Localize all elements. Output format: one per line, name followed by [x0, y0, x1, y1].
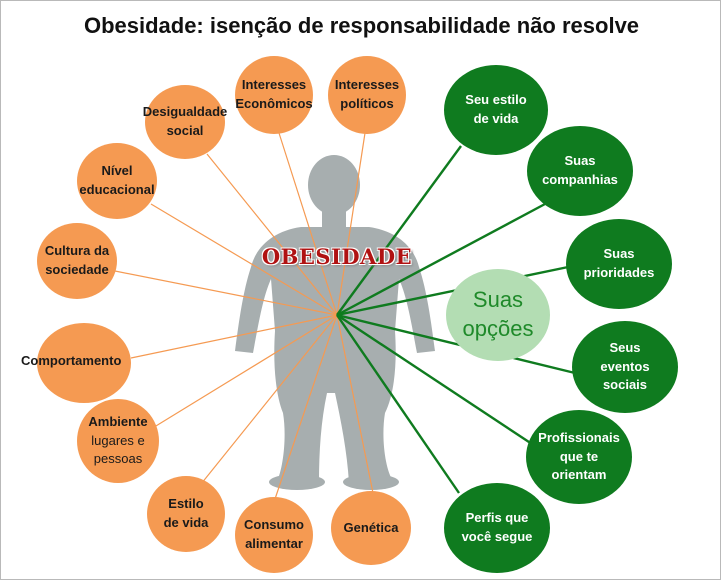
orange-connector-line [150, 314, 338, 430]
factor-comportamento: Comportamento [21, 353, 122, 368]
factor-label-line: Interesses [334, 77, 400, 93]
choice-perfis-que-voce-segue: Perfis que você segue [444, 483, 550, 573]
choice-suas-companhias: Suas companhias [527, 126, 633, 216]
factor-label-line: de vida [163, 515, 209, 530]
orange-connector-lines [114, 132, 374, 500]
choice-seus-eventos-sociais: Seus eventos sociais [572, 321, 678, 413]
factor-ambiente: Ambiente lugares e pessoas [77, 399, 159, 483]
factor-label-line: Econômicos [235, 96, 313, 111]
factor-label-line: pessoas [93, 451, 143, 467]
orange-connector-line [336, 314, 374, 494]
factor-nivel-educacional: Nível educacional [77, 143, 157, 219]
green-connector-line [336, 145, 462, 316]
green-connector-line [336, 314, 460, 494]
choice-label-line: Profissionais [538, 429, 620, 445]
factor-label-line: alimentar [245, 536, 303, 551]
choice-label-line: que te [559, 448, 599, 464]
choice-label-line: companhias [542, 172, 618, 187]
orange-connector-line [196, 314, 338, 490]
orange-connector-line [114, 270, 338, 316]
choice-label-line: eventos [600, 358, 650, 374]
factor-genetica: Genética [331, 491, 411, 565]
factor-interesses-politicos: Interesses políticos [328, 56, 406, 134]
choice-label-line: Suas [603, 246, 635, 262]
choice-label-line: Suas [564, 153, 596, 169]
factor-label-line: Genética [343, 519, 399, 535]
factor-consumo-alimentar: Consumo alimentar [235, 497, 313, 573]
factor-label-line: Consumo [244, 517, 304, 533]
factor-desigualdade-social: Desigualdade social [142, 85, 228, 159]
factor-estilo-de-vida: Estilo de vida [147, 476, 225, 552]
choice-profissionais-que-te-orientam: Profissionais que te orientam [526, 410, 632, 504]
green-connector-lines [336, 145, 576, 494]
center-label: OBESIDADE [261, 244, 413, 269]
green-connector-line [336, 313, 576, 375]
factor-label-line: Cultura da [44, 243, 110, 259]
factor-cultura-da-sociedade: Cultura da sociedade [37, 223, 117, 299]
choice-label-line: Perfis que [465, 510, 529, 526]
factor-label-line: Nível [101, 163, 133, 179]
factor-label-line: Estilo [168, 496, 204, 512]
factor-label-line: Desigualdade [142, 104, 228, 120]
factor-comportamento-bubble [37, 323, 131, 403]
choice-suas-prioridades: Suas prioridades [566, 219, 672, 309]
green-connector-line [336, 313, 536, 448]
choice-label-line: você segue [461, 529, 533, 544]
choice-label-line: prioridades [583, 265, 655, 280]
choices-label-line-1: Suas [472, 287, 524, 313]
person-silhouette-icon [235, 155, 435, 490]
factor-label-line: políticos [340, 96, 394, 111]
choice-label-line: Seus [609, 339, 641, 355]
choice-label-line: sociais [602, 377, 648, 393]
choice-seu-estilo-de-vida: Seu estilo de vida [444, 65, 548, 155]
choice-label-line: de vida [473, 111, 519, 126]
diagram-title: Obesidade: isenção de responsabilidade n… [83, 13, 640, 38]
orange-connector-line [274, 314, 338, 500]
orange-connector-line [130, 314, 338, 359]
factor-label-line: Ambiente [88, 413, 148, 429]
factor-label-line: Interesses [241, 77, 307, 93]
green-connector-line [336, 202, 546, 317]
orange-connector-line [150, 203, 338, 316]
factor-interesses-economicos: Interesses Econômicos [235, 56, 313, 134]
orange-connector-line [206, 153, 338, 316]
choices-label-line-2: opções [462, 316, 534, 341]
choices-bubble: Suas opções [446, 269, 550, 361]
orange-connector-line [278, 132, 338, 316]
choice-label-line: orientam [551, 467, 607, 483]
factor-label-line: social [166, 123, 204, 138]
factor-label-line: lugares e [91, 432, 145, 448]
factor-label-line: sociedade [45, 262, 109, 277]
choice-label-line: Seu estilo [465, 92, 527, 108]
orange-connector-line [336, 132, 366, 316]
factor-label-line: educacional [79, 182, 155, 197]
